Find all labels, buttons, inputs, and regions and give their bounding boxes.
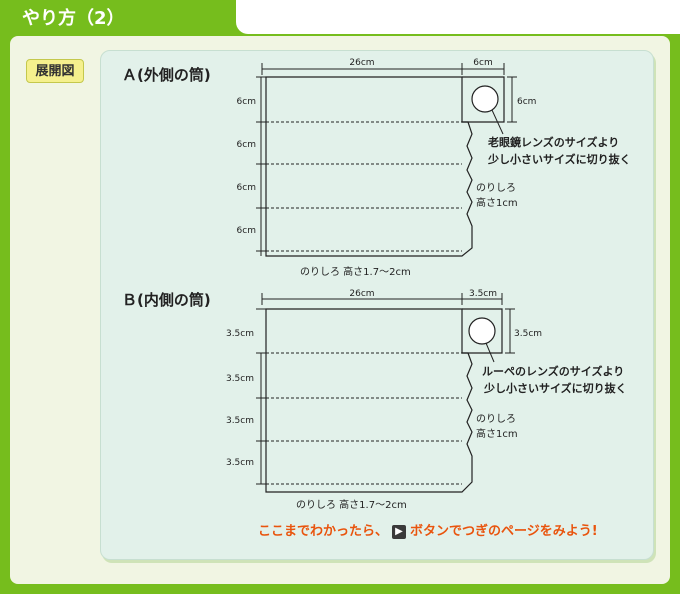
net-outline — [265, 308, 473, 493]
row-label: 6cm — [237, 226, 256, 236]
glue-side-label: 高さ1cm — [476, 427, 518, 440]
title-tab: やり方（2） — [0, 0, 236, 38]
glue-bottom-label: のりしろ 高さ1.7〜2cm — [300, 265, 411, 278]
row-label: 6cm — [237, 140, 256, 150]
next-page-instruction: ここまでわかったら、 ▶ ボタンでつぎのページをみよう! — [258, 519, 598, 545]
callout-leader — [485, 342, 495, 363]
lens-tab — [462, 76, 505, 123]
instruction-text-after: ボタンでつぎのページをみよう! — [410, 524, 598, 539]
title-bar-background — [236, 0, 680, 34]
callout-leader — [491, 109, 504, 135]
row-label: 6cm — [237, 183, 256, 193]
cut-note-line: 老眼鏡レンズのサイズより — [487, 135, 619, 149]
tab-width-label: 3.5cm — [469, 289, 497, 299]
glue-side-label: のりしろ — [476, 182, 516, 194]
cut-note-line: ルーペのレンズのサイズより — [482, 364, 624, 378]
page-title: やり方（2） — [22, 8, 125, 29]
width-label: 26cm — [349, 289, 374, 299]
row-label: 3.5cm — [226, 374, 254, 384]
lens-hole-circle — [471, 85, 499, 113]
tab-height-label: 3.5cm — [514, 329, 542, 339]
glue-side-label: 高さ1cm — [476, 196, 518, 209]
row-label: 3.5cm — [226, 458, 254, 468]
tab-width-label: 6cm — [473, 58, 492, 68]
lens-tab — [462, 308, 503, 354]
section-a-title: Ａ(外側の筒) — [122, 66, 211, 84]
row-label: 3.5cm — [226, 329, 254, 339]
lens-hole-circle — [468, 317, 496, 345]
chevron-right-icon: ▶ — [392, 525, 407, 539]
net-outline — [265, 76, 473, 257]
row-label: 3.5cm — [226, 416, 254, 426]
section-b-diagram: 26cm 3.5cm 3.5cm 3.5cm 3.5cm 3.5cm 3.5cm… — [226, 289, 627, 511]
glue-bottom-label: のりしろ 高さ1.7〜2cm — [296, 498, 407, 511]
cut-note-line: 少し小さいサイズに切り抜く — [483, 381, 627, 395]
tab-height-label: 6cm — [517, 97, 536, 107]
width-label: 26cm — [349, 58, 374, 68]
row-label: 6cm — [237, 97, 256, 107]
section-a-diagram: 26cm 6cm 6cm 6cm 6cm 6cm 6cm 老眼鏡レンズのサイズよ… — [237, 58, 631, 278]
cut-note-line: 少し小さいサイズに切り抜く — [487, 152, 631, 166]
instruction-text-before: ここまでわかったら、 — [258, 524, 389, 539]
glue-side-label: のりしろ — [476, 413, 516, 425]
diagram-panel — [100, 50, 654, 560]
diagram-badge: 展開図 — [26, 59, 84, 83]
section-b-title: Ｂ(内側の筒) — [122, 291, 211, 309]
